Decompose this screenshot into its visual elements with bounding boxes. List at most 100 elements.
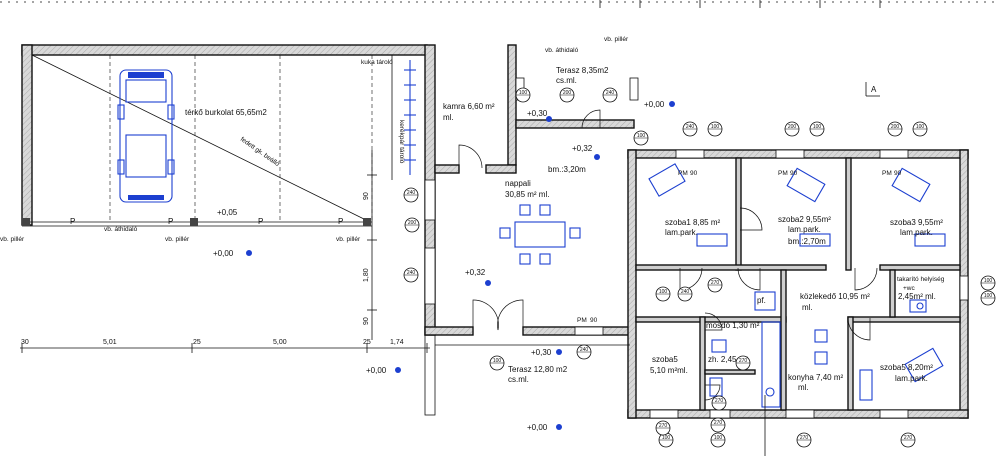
opening-tag: 270: [735, 355, 751, 371]
dim-1-80: 1,80: [363, 268, 370, 282]
dim-1-74: 1,74: [390, 339, 404, 346]
opening-tag-label: 200: [408, 220, 417, 226]
kozlekedo-label: közlekedő 10,95 m²: [800, 292, 870, 301]
szoba2-label: szoba2 9,55m²: [778, 215, 831, 224]
opening-tag-label: 100: [519, 90, 528, 96]
fedett-beallo-label: fedett gk. beálló: [239, 136, 281, 168]
level-kozl: +0,32: [572, 144, 593, 153]
bike-storage-icon: [371, 55, 416, 222]
dining-table-icon: [499, 204, 581, 265]
opening-tag: 100: [980, 290, 996, 306]
level-dot-icon: [594, 154, 600, 160]
opening-tag: 270: [900, 432, 916, 448]
parking-mark-3: P: [258, 217, 263, 226]
opening-tag-label: 240: [407, 190, 416, 196]
opening-tags: 100 200 240 100 240 100 200 100 200 100 240 200 240 1…: [403, 87, 996, 448]
opening-tag-label: 240: [681, 289, 690, 295]
opening-tag-label: 100: [984, 293, 993, 299]
terasz-bottom-floor-label: cs.ml.: [508, 375, 529, 384]
szoba2-height-label: bm.:2,70m: [788, 237, 826, 246]
vb-piller-left-label: vb. pillér: [0, 236, 25, 243]
dimension-labels: 30 5,01 25 5,00 25 1,74 1,80 90 90: [21, 192, 404, 346]
takarito-label: takarító helyiség: [897, 276, 945, 283]
opening-tag-label: 100: [711, 124, 720, 130]
pm-mark: PM: [882, 170, 892, 177]
level-dot-icon: [485, 280, 491, 286]
bed-icon: [648, 163, 946, 401]
level-dot-icon: [556, 424, 562, 430]
level-top-right: +0,00: [644, 100, 665, 109]
section-marker: A: [865, 82, 880, 97]
opening-tag: 100: [515, 87, 531, 103]
opening-tag-label: 100: [916, 124, 925, 130]
level-bottom: +0,00: [527, 423, 548, 432]
szoba2-floor-label: lam.park.: [788, 225, 821, 234]
level-dot-icon: [246, 250, 252, 256]
pm-mark: PM: [678, 170, 688, 177]
level-garage: +0,05: [217, 208, 238, 217]
szoba1-label: szoba1 8,85 m²: [665, 218, 720, 227]
car-icon: [117, 69, 175, 203]
kerekpar-tarolo-label: kerékpár tároló: [398, 120, 405, 164]
vb-piller-right-label: vb. pillér: [336, 236, 361, 243]
pm-mark: PM: [778, 170, 788, 177]
kitchen-fixtures-icon: [709, 291, 927, 408]
opening-tag: 100: [489, 355, 505, 371]
dim-30: 30: [21, 339, 29, 346]
opening-tag: 240: [682, 121, 698, 137]
opening-tag-label: 200: [891, 124, 900, 130]
dim-5-00: 5,00: [273, 339, 287, 346]
level-dot-icon: [556, 349, 562, 355]
dim-5-01: 5,01: [103, 339, 117, 346]
opening-tag: 100: [655, 286, 671, 302]
opening-tag-label: 100: [662, 435, 671, 441]
room-labels: térkő burkolat 65,65m2 kamra 6,60 m² ml.…: [185, 66, 945, 392]
szoba1-floor-label: lam.park.: [665, 228, 698, 237]
konyha-label: konyha 7,40 m²: [788, 373, 843, 382]
opening-tag-label: 200: [563, 90, 572, 96]
opening-tag-label: 200: [788, 124, 797, 130]
opening-tag-label: 270: [715, 398, 724, 404]
level-terasz-bottom: +0,30: [531, 348, 552, 357]
szoba6-floor-label: lam.park.: [895, 374, 928, 383]
opening-tag-label: 100: [637, 133, 646, 139]
opening-tag-label: 100: [714, 435, 723, 441]
opening-tag-label: 100: [984, 278, 993, 284]
terasz-top-label: Terasz 8,35m2: [556, 66, 609, 75]
dim-90-a: 90: [363, 317, 370, 325]
dimension-line: [20, 150, 430, 353]
level-dot-icon: [395, 367, 401, 373]
opening-tag-label: 270: [711, 280, 720, 286]
opening-tag-label: 100: [813, 124, 822, 130]
level-dot-icon: [669, 101, 675, 107]
opening-tag: 240: [403, 187, 419, 203]
opening-tag-label: 270: [800, 435, 809, 441]
level-nappali: +0,32: [465, 268, 486, 277]
opening-tag-label: 270: [739, 358, 748, 364]
nappali-height-label: bm.:3,20m: [548, 165, 586, 174]
szoba5-area-label: 5,10 m²ml.: [650, 366, 688, 375]
opening-tag: 200: [559, 87, 575, 103]
opening-tag: 240: [602, 87, 618, 103]
level-marks: +0,05 +0,00 +0,32 +0,30 +0,32 +0,00 +0,3…: [213, 100, 675, 432]
kuka-tarolo-label: kuka tároló: [361, 59, 393, 66]
opening-tag-label: 270: [714, 420, 723, 426]
dim-25-b: 25: [363, 339, 371, 346]
vb-piller-mid-label: vb. pillér: [165, 236, 190, 243]
nappali-area-label: 30,85 m² ml.: [505, 190, 549, 199]
vb-athidalo-garage-label: vb. áthidaló: [104, 226, 138, 233]
vb-athidalo-top-label: vb. áthidaló: [545, 47, 579, 54]
opening-tag: 200: [887, 121, 903, 137]
opening-tag: 270: [711, 395, 727, 411]
opening-tag: 100: [707, 121, 723, 137]
opening-tag: 100: [710, 432, 726, 448]
terasz-bottom-label: Terasz 12,80 m2: [508, 365, 568, 374]
parking-mark-2: P: [168, 217, 173, 226]
opening-tag-label: 100: [659, 289, 668, 295]
kamra-floor-label: ml.: [443, 113, 454, 122]
opening-tag: 270: [707, 277, 723, 293]
zuhanyzo-label: zh. 2,45 m²: [708, 355, 748, 364]
opening-tag: 270: [655, 420, 671, 436]
structural-labels: vb. áthidaló vb. pillér vb. áthidaló vb.…: [0, 36, 629, 243]
szoba3-label: szoba3 9,55m²: [890, 218, 943, 227]
